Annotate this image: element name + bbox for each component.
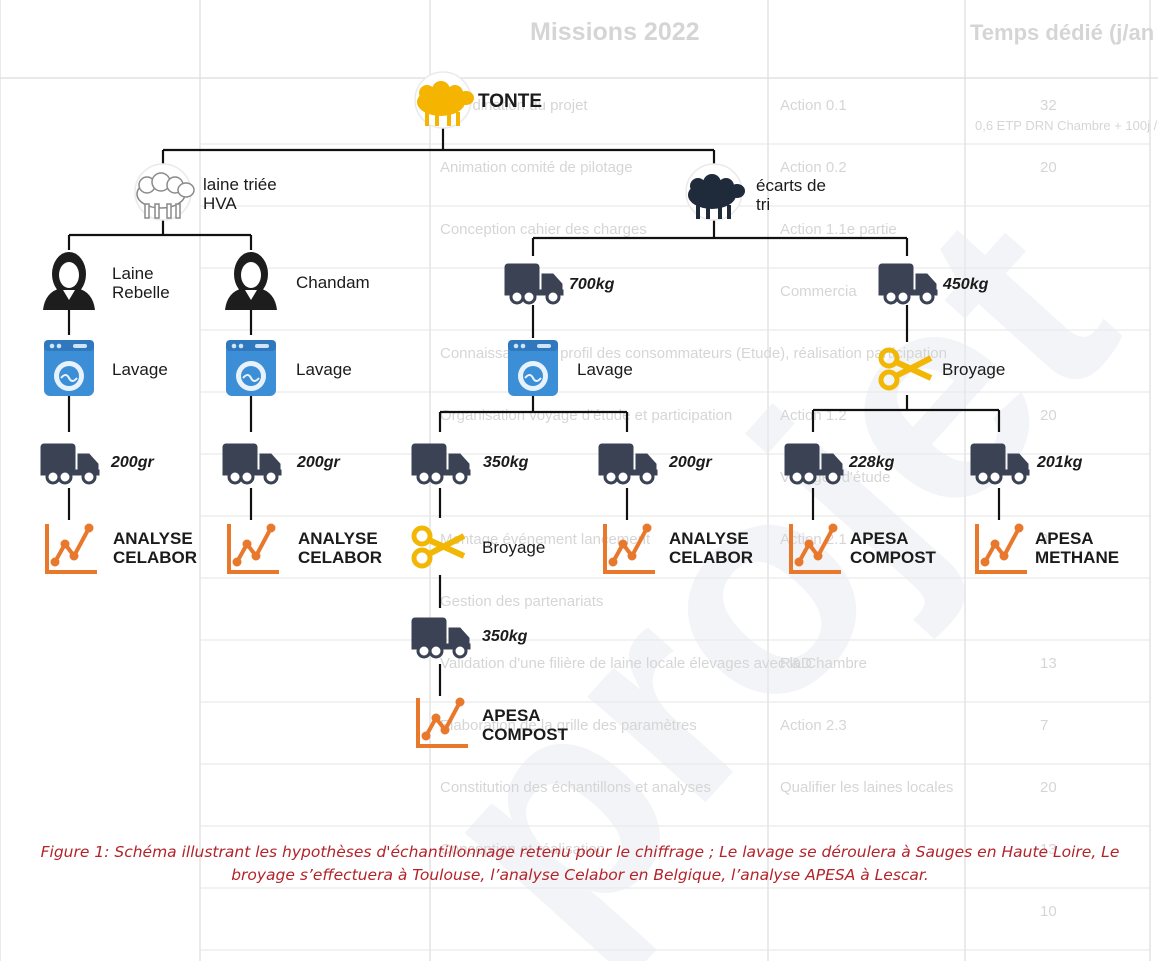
bg-row-days: 32: [1040, 97, 1057, 114]
shipment-450kg: 450kg: [943, 276, 989, 293]
washing-machine-icon: [507, 339, 559, 397]
bg-row-days: 7: [1040, 717, 1048, 734]
bg-row-description: Gestion des partenariats: [440, 593, 603, 610]
bg-row-days: 20: [1040, 159, 1057, 176]
truck-icon: [969, 442, 1031, 485]
shipment-label: 201kg: [1037, 454, 1083, 471]
grind-label: Broyage: [942, 360, 1006, 379]
analysis-label: APESA METHANE: [1035, 529, 1120, 567]
bg-row-action: Commercia: [780, 283, 857, 300]
branch-label-ecarts: écarts de tri: [756, 176, 826, 214]
bg-row-days: 20: [1040, 407, 1057, 424]
bg-row-days: 20: [1040, 779, 1057, 796]
person-icon: [43, 252, 95, 310]
scissors-icon: [414, 528, 464, 566]
shipment-label: 200gr: [669, 454, 712, 471]
scissors-icon: [881, 350, 931, 388]
truck-icon: [410, 616, 472, 659]
chart-icon: [416, 696, 470, 748]
root-label-tonte: TONTE: [478, 91, 543, 112]
grind-label: Broyage: [482, 538, 546, 557]
washing-machine-icon: [225, 339, 277, 397]
analysis-label-bottom: APESA COMPOST: [482, 706, 568, 744]
analysis-label: APESA COMPOST: [850, 529, 936, 567]
bg-row-days: 3: [1040, 531, 1048, 548]
bg-row-description: Montage événement lancement: [440, 531, 651, 548]
shipment-700kg: 700kg: [569, 276, 615, 293]
analysis-label: ANALYSE CELABOR: [298, 529, 383, 567]
wash-label: Lavage: [112, 360, 168, 379]
producer-label-chandam: Chandam: [296, 273, 370, 292]
bg-row-action: Action 2.3: [780, 717, 847, 734]
bg-header-days: Temps dédié (j/an environ): [970, 20, 1158, 45]
truck-icon: [783, 442, 845, 485]
bg-row-action: Action 0.2: [780, 159, 847, 176]
truck-icon: [39, 442, 101, 485]
branch-label-hva: laine triée HVA: [203, 175, 277, 213]
wash-label: Lavage: [296, 360, 352, 379]
bg-row-days: 13: [1040, 655, 1057, 672]
figure-caption: Figure 1: Schéma illustrant les hypothès…: [40, 843, 1120, 884]
washing-machine-icon: [43, 339, 95, 397]
bg-row-days: 13: [1040, 841, 1057, 858]
shipment-label: 200gr: [297, 454, 340, 471]
chart-icon: [45, 522, 99, 574]
bg-row-description: Connaissance du profil des consommateurs…: [440, 345, 947, 362]
truck-icon: [597, 442, 659, 485]
bg-left-note: 0,6 ETP DRN Chambre + 100j / an: [975, 118, 1158, 133]
chart-icon: [789, 522, 843, 574]
bg-row-action: Action 1.1e partie: [780, 221, 897, 238]
chart-icon: [227, 522, 281, 574]
producer-label-laine-rebelle: Laine Rebelle: [112, 264, 170, 302]
bg-row-action: Qualifier les laines locales: [780, 779, 953, 796]
bg-row-description: Conception cahier des charges: [440, 221, 647, 238]
wash-label: Lavage: [577, 360, 633, 379]
shipment-label: 350kg: [483, 454, 529, 471]
person-icon: [225, 252, 277, 310]
truck-icon: [221, 442, 283, 485]
truck-icon: [503, 262, 565, 305]
truck-icon: [877, 262, 939, 305]
bg-row-description: Elaboration de la grille des paramètres: [440, 717, 697, 734]
shipment-label: 200gr: [111, 454, 154, 471]
chart-icon: [603, 522, 657, 574]
shipment-label: 228kg: [849, 454, 895, 471]
bg-row-action: R&D: [780, 655, 812, 672]
chart-icon: [975, 522, 1029, 574]
analysis-label: ANALYSE CELABOR: [113, 529, 198, 567]
analysis-label: ANALYSE CELABOR: [669, 529, 754, 567]
truck-icon: [410, 442, 472, 485]
shipment-350kg-bottom: 350kg: [482, 628, 528, 645]
bg-row-description: Coordination du projet: [440, 97, 588, 114]
bg-row-description: Constitution des échantillons et analyse…: [440, 779, 711, 796]
bg-row-action: Action 0.1: [780, 97, 847, 114]
bg-header-missions: Missions 2022: [530, 18, 700, 46]
bg-row-description: Conception et réalisation: [440, 841, 605, 858]
bg-row-days: 10: [1040, 903, 1057, 920]
bg-row-description: Validation d'une filière de laine locale…: [440, 655, 867, 672]
bg-row-description: Animation comité de pilotage: [440, 159, 633, 176]
